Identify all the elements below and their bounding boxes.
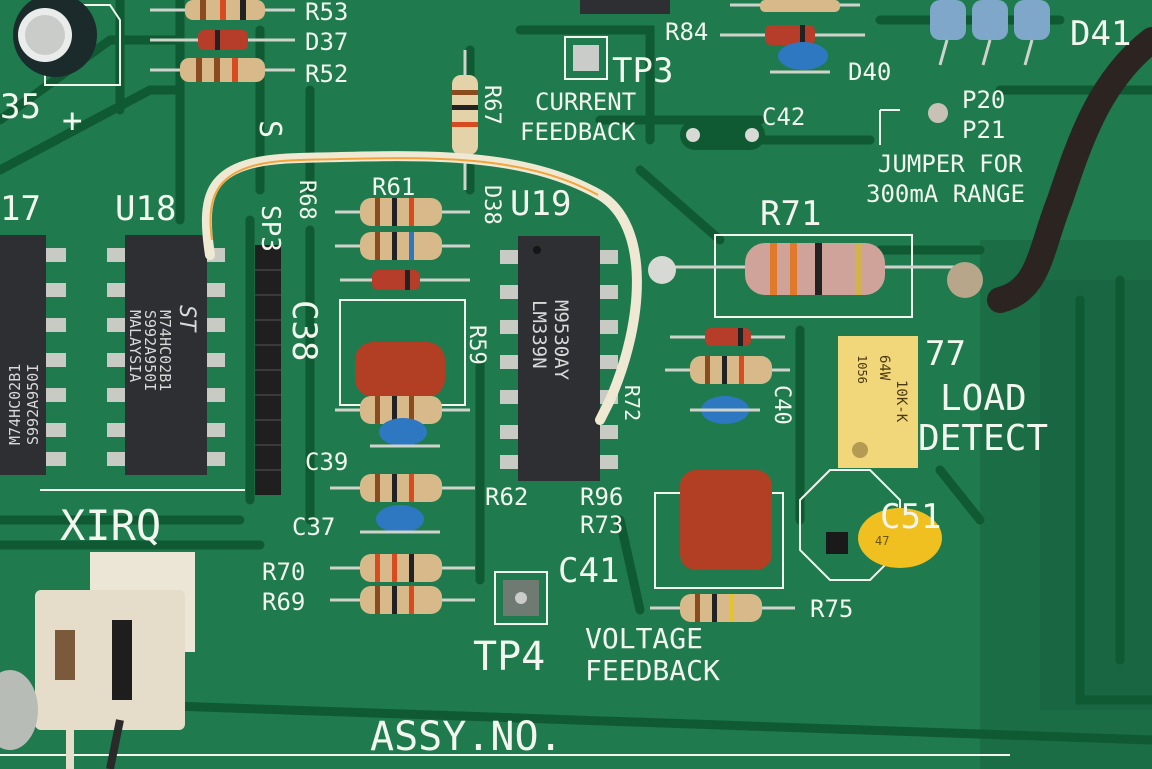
label-r62: R62 <box>485 483 528 511</box>
label-c37: C37 <box>292 513 335 541</box>
label-c42: C42 <box>762 103 805 131</box>
label-tp4: TP4 <box>473 634 545 680</box>
label-r68: R68 <box>294 180 319 220</box>
st-logo: ST <box>174 305 199 333</box>
pin-header-sp3 <box>255 245 281 495</box>
label-load: LOAD <box>940 378 1027 419</box>
label-voltage: VOLTAGE <box>585 622 703 655</box>
label-tp3: TP3 <box>612 51 673 91</box>
label-r61: R61 <box>372 173 415 201</box>
label-plus: + <box>62 101 82 141</box>
label-r53: R53 <box>305 0 348 26</box>
label-range: 300mA RANGE <box>866 180 1025 208</box>
right-small-components <box>650 328 795 622</box>
silkscreen-labels: R53 D37 R52 35 + R67 R84 TP3 CURRENT FEE… <box>0 0 1131 760</box>
test-pads <box>503 45 765 616</box>
blue-resistor-array <box>928 0 1050 123</box>
u19-marking-line2: LM339N <box>528 300 550 369</box>
trimmer-line3: 1056 <box>855 355 869 384</box>
label-detect: DETECT <box>918 418 1048 459</box>
white-connector <box>0 552 195 769</box>
label-xirq: XIRQ <box>60 501 161 550</box>
trimmer-potentiometer: 64W 10K-K 1056 <box>838 336 918 468</box>
label-c40: C40 <box>769 385 794 425</box>
label-d40: D40 <box>848 58 891 86</box>
resistor-r67 <box>452 50 478 190</box>
tantalum-mark: 47 <box>875 534 889 548</box>
u17-marking-line2: S992A950I <box>24 364 42 445</box>
pin1-dot <box>533 246 541 254</box>
label-c38: C38 <box>284 300 324 361</box>
label-u18: U18 <box>115 189 176 229</box>
label-u19: U19 <box>510 184 571 224</box>
label-r75: R75 <box>810 595 853 623</box>
label-r71: R71 <box>760 194 821 234</box>
tantalum-capacitor: 47 <box>826 508 942 568</box>
top-left-resistors <box>150 0 295 82</box>
label-r73: R73 <box>580 511 623 539</box>
label-c39: C39 <box>305 448 348 476</box>
label-c41: C41 <box>558 551 619 591</box>
black-cable <box>987 27 1152 313</box>
u19-marking-line1: M9530AY <box>550 300 572 381</box>
label-r70: R70 <box>262 558 305 586</box>
label-assy-no: ASSY.NO. <box>370 714 563 760</box>
ic-u17: M74HC02B1 S992A950I <box>0 235 66 475</box>
label-r96: R96 <box>580 483 623 511</box>
label-u17: 17 <box>0 189 41 229</box>
label-current-feedback: FEEDBACK <box>520 118 636 146</box>
u17-marking-line1: M74HC02B1 <box>6 364 24 445</box>
ic-u19: M9530AY LM339N <box>500 236 618 481</box>
label-r52: R52 <box>305 60 348 88</box>
label-p20: P20 <box>962 86 1005 114</box>
pcb-right-shade-area <box>1040 280 1152 710</box>
jumper-wire <box>201 151 642 425</box>
resistor-r71 <box>648 243 983 298</box>
label-jumper: JUMPER FOR <box>878 150 1023 178</box>
label-r59: R59 <box>464 325 489 365</box>
label-s: S <box>252 120 287 138</box>
label-r84: R84 <box>665 18 708 46</box>
label-r72: R72 <box>620 385 644 421</box>
label-r69: R69 <box>262 588 305 616</box>
trimmer-line1: 64W <box>876 355 892 381</box>
label-voltage-feedback: FEEDBACK <box>585 654 720 687</box>
label-d37: D37 <box>305 28 348 56</box>
label-d41: D41 <box>1070 14 1131 54</box>
u18-marking-line3: MALAYSIA <box>126 310 144 382</box>
silkscreen-outlines <box>0 4 1010 756</box>
label-sp3: SP3 <box>255 205 285 252</box>
electrolytic-capacitor <box>13 0 97 77</box>
label-d38: D38 <box>479 185 504 225</box>
label-c51: C51 <box>880 497 941 537</box>
trimmer-line2: 10K-K <box>893 380 909 423</box>
label-c77: 77 <box>925 334 966 374</box>
label-r67: R67 <box>479 85 504 125</box>
label-c35: 35 <box>0 87 41 127</box>
top-middle-components <box>580 0 865 74</box>
ic-u18: ST M74HC02B1 S992A950I MALAYSIA <box>107 235 225 475</box>
label-p21: P21 <box>962 116 1005 144</box>
u18-marking-line1: M74HC02B1 <box>156 310 174 391</box>
label-current: CURRENT <box>535 88 636 116</box>
resistor-column <box>330 198 475 614</box>
u18-marking-line2: S992A950I <box>141 310 159 391</box>
